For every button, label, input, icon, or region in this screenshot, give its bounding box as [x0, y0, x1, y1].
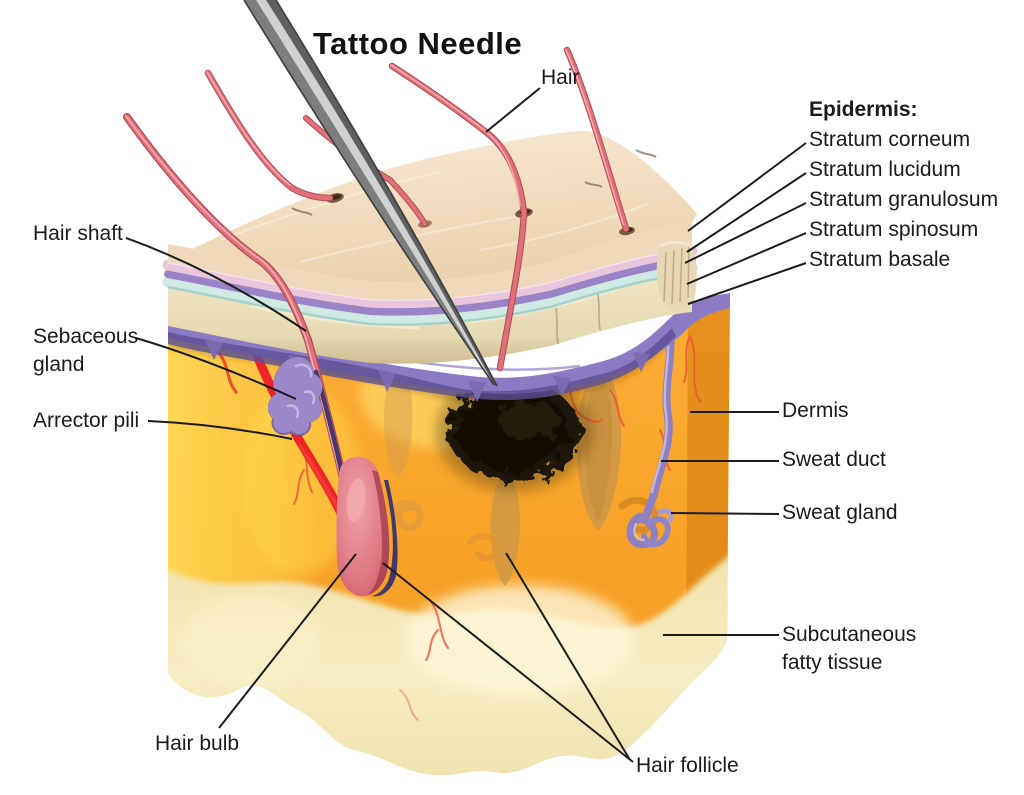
epidermis-edge-cap — [656, 241, 697, 312]
label-hair: Hair — [541, 66, 580, 89]
leader-sebaceous-gland — [135, 337, 297, 400]
label-stratum-granulosum: Stratum granulosum — [809, 188, 999, 211]
leader-lines — [125, 87, 807, 763]
leader-stratum-corneum — [687, 142, 807, 232]
sweat-gland-graphic — [626, 508, 674, 549]
label-stratum-spinosum: Stratum spinosum — [809, 218, 979, 241]
label-arrector-pili: Arrector pili — [33, 409, 140, 432]
sweat-duct-graphic — [642, 314, 675, 520]
label-subcutaneous-fatty-tissue: Subcutaneous fatty tissue — [782, 623, 917, 674]
ink-blob — [436, 371, 592, 491]
label-stratum-lucidum: Stratum lucidum — [809, 158, 961, 181]
leader-hair — [485, 87, 541, 133]
leader-stratum-spinosum — [686, 232, 807, 285]
tattoo-needle-graphic — [243, 0, 498, 387]
sebaceous-gland-graphic — [267, 356, 323, 437]
label-hair-bulb: Hair bulb — [155, 732, 240, 755]
label-epidermis-heading: Epidermis: — [809, 98, 918, 121]
dermis-layer — [168, 297, 730, 775]
label-dermis: Dermis — [782, 399, 849, 422]
label-sebaceous-gland: Sebaceous gland — [33, 325, 139, 376]
label-stratum-basale: Stratum basale — [809, 248, 951, 271]
leader-stratum-basale — [687, 262, 807, 305]
label-sweat-gland: Sweat gland — [782, 501, 898, 524]
leader-sweat-gland — [670, 512, 780, 515]
label-stratum-corneum: Stratum corneum — [809, 128, 971, 151]
epidermis-layers — [162, 131, 698, 364]
leader-hair-follicle-1 — [505, 552, 631, 761]
stratum-corneum-face — [168, 222, 692, 300]
stratum-granulosum-band — [162, 262, 698, 326]
stratum-corneum-top — [168, 131, 697, 283]
leader-hair-follicle-2 — [382, 562, 634, 763]
leader-arrector-pili — [147, 420, 293, 440]
leader-stratum-lucidum — [686, 172, 807, 253]
hair-strand-labeled — [388, 62, 528, 372]
leader-hair-bulb — [218, 553, 357, 729]
leader-stratum-granulosum — [684, 202, 807, 264]
diagram-title: Tattoo Needle — [313, 26, 523, 61]
label-sweat-duct: Sweat duct — [782, 448, 886, 471]
label-hair-follicle: Hair follicle — [636, 754, 739, 777]
label-hair-shaft: Hair shaft — [33, 222, 123, 245]
skin-crack-marks — [291, 149, 657, 216]
stratum-basale-band — [168, 272, 692, 364]
leader-hair-shaft — [125, 237, 307, 332]
